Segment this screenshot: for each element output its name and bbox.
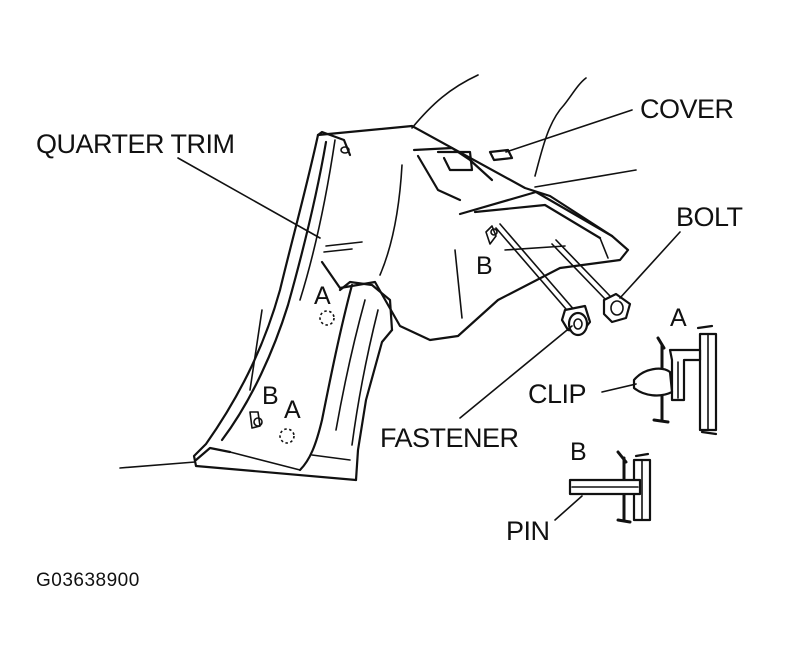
point-b-lower-label: B bbox=[262, 382, 279, 410]
pin-label: PIN bbox=[506, 516, 550, 546]
point-a-upper-label: A bbox=[314, 282, 331, 310]
bolt-part bbox=[551, 239, 632, 324]
clip-holes bbox=[279, 310, 335, 444]
leader-lines bbox=[177, 109, 681, 521]
quarter-trim-label: QUARTER TRIM bbox=[36, 129, 235, 159]
fastener-part bbox=[495, 223, 592, 337]
figure-code: G03638900 bbox=[36, 570, 140, 591]
detail-b-label: B bbox=[570, 438, 587, 466]
cover-label: COVER bbox=[640, 94, 734, 124]
point-a-lower-label: A bbox=[284, 396, 301, 424]
pin-holes bbox=[249, 225, 498, 429]
bolt-label: BOLT bbox=[676, 202, 743, 232]
clip-detail bbox=[632, 324, 718, 436]
body-outline bbox=[119, 74, 637, 469]
pin-detail bbox=[568, 450, 652, 524]
clip-label: CLIP bbox=[528, 379, 586, 409]
point-b-upper-label: B bbox=[476, 252, 493, 280]
quarter-trim-panel bbox=[192, 124, 630, 482]
fastener-label: FASTENER bbox=[380, 423, 519, 453]
detail-a-label: A bbox=[670, 304, 687, 332]
